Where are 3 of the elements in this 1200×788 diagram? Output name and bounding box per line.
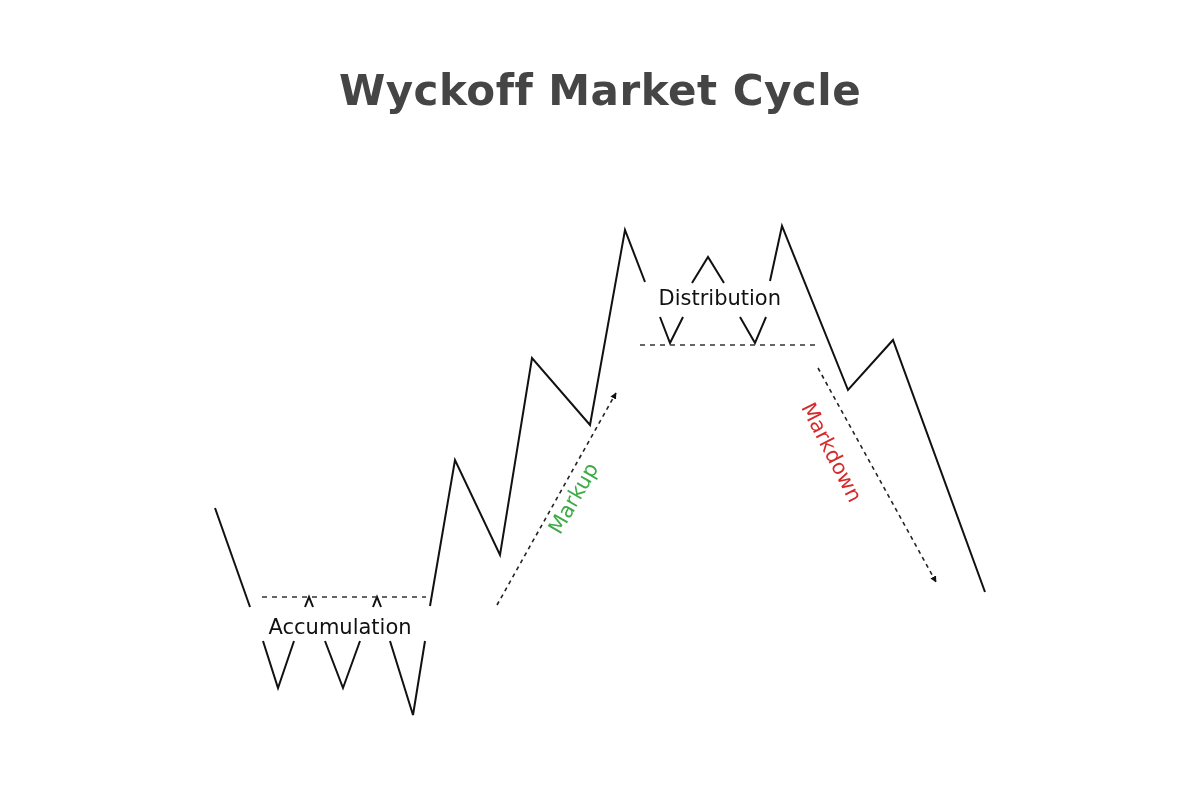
- phase-label: Distribution: [658, 287, 781, 309]
- phase-label: Accumulation: [268, 616, 412, 638]
- chart-title: Wyckoff Market Cycle: [338, 66, 862, 115]
